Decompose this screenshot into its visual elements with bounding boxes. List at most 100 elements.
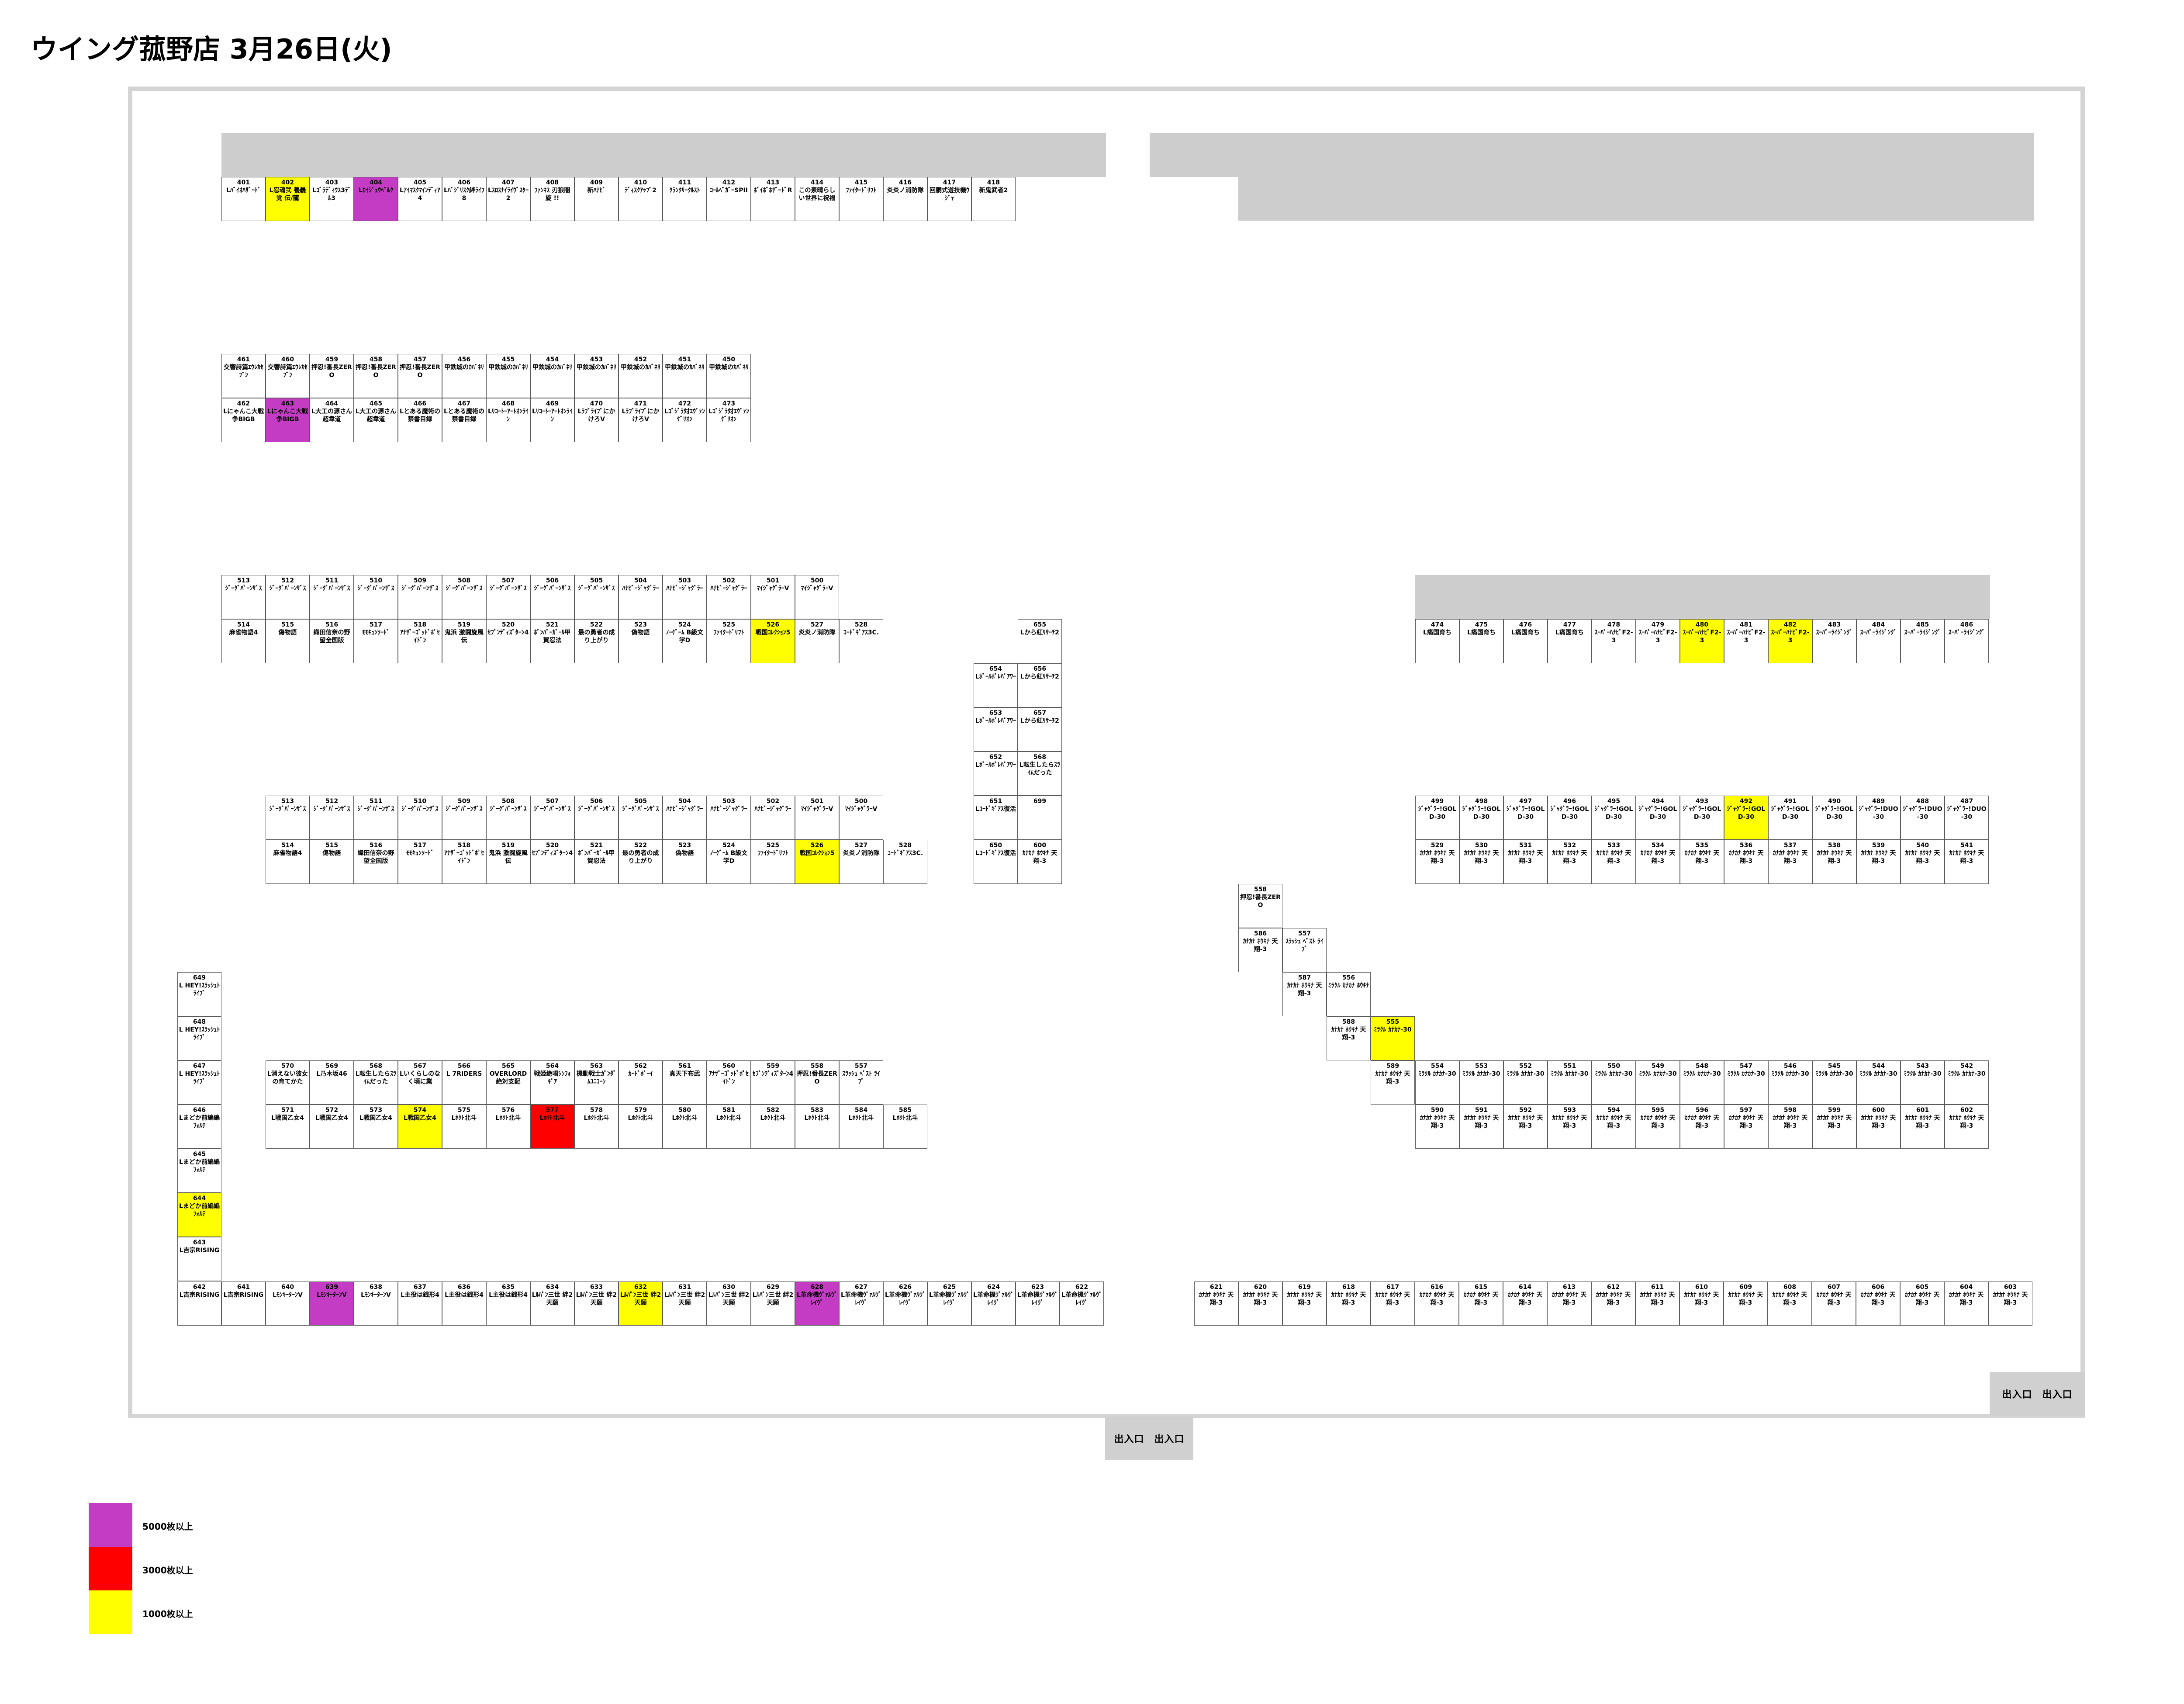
machine-699[interactable]: 699	[1018, 796, 1062, 840]
exit-bottom[interactable]: 出入口 出入口	[1105, 1417, 1193, 1460]
